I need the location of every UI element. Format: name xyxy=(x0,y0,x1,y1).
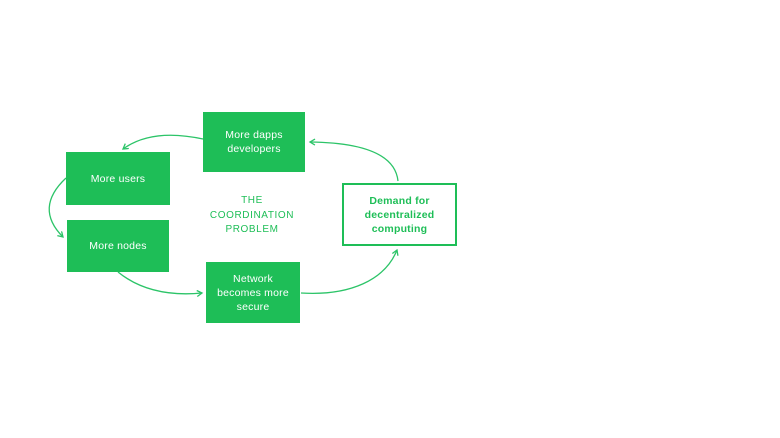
node-network-becomes-more-secure: Network becomes more secure xyxy=(206,262,300,323)
arrow-dapps-to-users-icon xyxy=(123,134,204,149)
arrow-network-to-demand-icon xyxy=(300,250,397,295)
node-label: More dapps developers xyxy=(225,129,283,155)
node-label: Demand for decentralized computing xyxy=(364,194,435,235)
node-demand-for-decentralized-computing: Demand for decentralized computing xyxy=(342,183,457,246)
arrow-users-to-nodes-icon xyxy=(48,177,67,237)
diagram-title-line: THE xyxy=(241,195,263,206)
node-label: More nodes xyxy=(89,240,147,252)
node-more-nodes: More nodes xyxy=(67,220,169,272)
node-more-dapps-developers: More dapps developers xyxy=(203,112,305,172)
node-label: More users xyxy=(90,172,146,185)
arrow-nodes-to-network-icon xyxy=(117,271,202,294)
node-label: Network becomes more secure xyxy=(217,272,289,313)
diagram-title-line: COORDINATION xyxy=(209,209,295,221)
diagram-title-line: PROBLEM xyxy=(225,224,279,235)
diagram-title: THE COORDINATION PROBLEM xyxy=(192,194,312,238)
node-more-users: More users xyxy=(66,152,170,205)
arrow-demand-to-dapps-icon xyxy=(310,142,399,182)
